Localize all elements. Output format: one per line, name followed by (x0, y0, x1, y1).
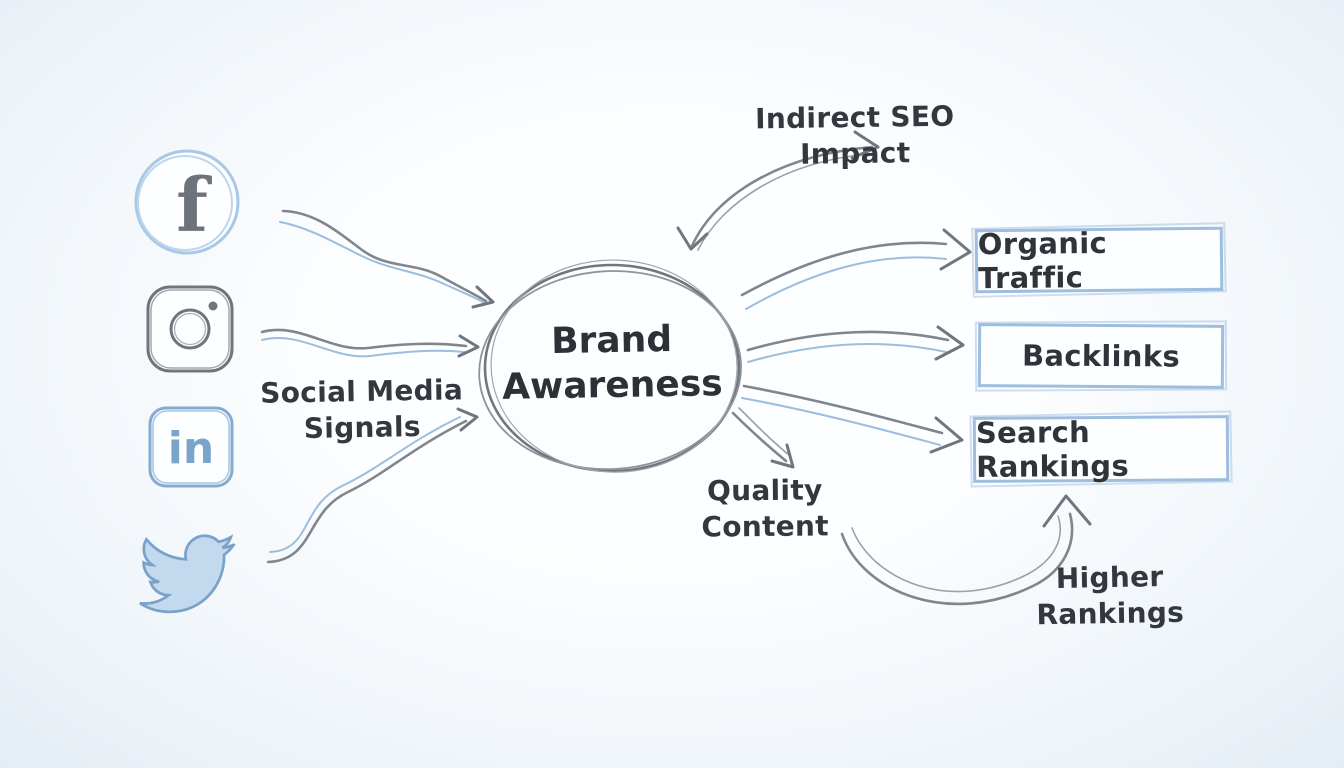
label-quality-content: Quality Content (701, 473, 830, 544)
label-higher-rankings: Higher Rankings (1036, 560, 1185, 632)
arrow-instagram-to-center (260, 328, 480, 358)
outcome-box-backlinks: Backlinks (977, 323, 1225, 389)
brand-awareness-label: Brand Awareness (501, 318, 723, 408)
arrow-center-to-backlinks (746, 325, 965, 363)
brand-awareness-circle (478, 259, 742, 473)
twitter-icon (139, 534, 236, 614)
arrow-quality-content-to-higher-rankings (840, 494, 1092, 606)
outcome-box-search-rankings: Search Rankings (972, 415, 1230, 484)
outcome-box-organic-traffic: Organic Traffic (974, 225, 1224, 296)
arrow-center-to-search-rankings (741, 384, 964, 454)
linkedin-icon: in (148, 406, 234, 488)
instagram-icon (146, 285, 234, 373)
label-indirect-seo-impact: Indirect SEO Impact (754, 99, 955, 172)
facebook-icon: f (134, 149, 240, 255)
arrow-center-to-quality-content (731, 407, 795, 469)
outcome-label-organic-traffic: Organic Traffic (977, 225, 1108, 296)
arrow-twitter-to-center (266, 407, 479, 564)
label-social-media-signals: Social Media Signals (259, 373, 464, 446)
outcome-label-backlinks: Backlinks (1021, 338, 1181, 374)
svg-text:f: f (176, 163, 212, 249)
outcome-label-search-rankings: Search Rankings (975, 415, 1130, 484)
arrow-center-to-indirect-seo (676, 130, 880, 251)
linkedin-glyph: in (168, 423, 214, 474)
arrow-facebook-to-center (279, 209, 495, 309)
arrow-center-to-organic-traffic (740, 228, 972, 310)
